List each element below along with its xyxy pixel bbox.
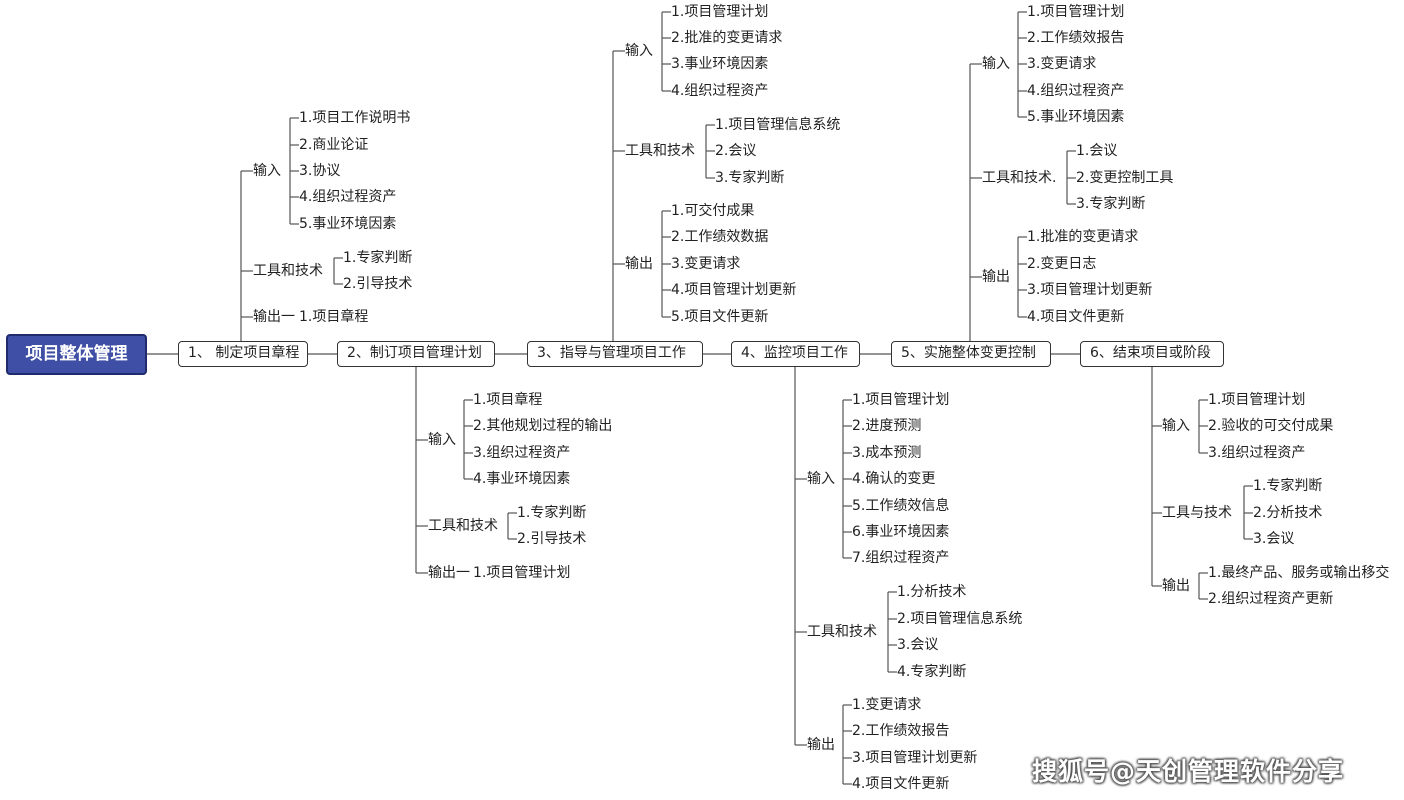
- p6-input-item: 2.验收的可交付成果: [1208, 418, 1334, 434]
- p2-tools-label: 工具和技术: [428, 518, 498, 534]
- p1-output-item: 1.项目章程: [299, 309, 369, 325]
- p5-output-item: 2.变更日志: [1027, 256, 1097, 272]
- p4-output-item: 2.工作绩效报告: [852, 723, 950, 739]
- p4-tools-item: 2.项目管理信息系统: [897, 611, 1023, 627]
- p2-input-item: 2.其他规划过程的输出: [473, 418, 613, 434]
- p5-output-label: 输出: [982, 269, 1010, 285]
- p3-output-item: 2.工作绩效数据: [671, 229, 769, 245]
- p3-input-label: 输入: [625, 43, 653, 59]
- p3-output-item: 3.变更请求: [671, 256, 741, 272]
- watermark: 搜狐号@天创管理软件分享: [1032, 757, 1345, 786]
- p6-input-item: 1.项目管理计划: [1208, 392, 1306, 408]
- p4-output-label: 输出: [807, 737, 835, 753]
- p3-tools-item: 2.会议: [715, 143, 757, 159]
- p2-output-item: 1.项目管理计划: [473, 565, 571, 581]
- process-2-box[interactable]: 2、制订项目管理计划: [337, 341, 495, 367]
- p3-input-item: 1.项目管理计划: [671, 4, 769, 20]
- p5-input-item: 5.事业环境因素: [1027, 109, 1125, 125]
- p3-input-item: 3.事业环境因素: [671, 56, 769, 72]
- p4-tools-item: 3.会议: [897, 637, 939, 653]
- p6-tools-item: 3.会议: [1253, 531, 1295, 547]
- p6-input-item: 3.组织过程资产: [1208, 445, 1306, 461]
- p5-output-item: 1.批准的变更请求: [1027, 229, 1139, 245]
- p5-input-item: 2.工作绩效报告: [1027, 30, 1125, 46]
- p6-output-item: 2.组织过程资产更新: [1208, 591, 1334, 607]
- process-1-box[interactable]: 1、 制定项目章程: [178, 341, 308, 367]
- p1-input-label: 输入: [253, 163, 281, 179]
- p4-input-item: 2.进度预测: [852, 418, 922, 434]
- process-6-box[interactable]: 6、结束项目或阶段: [1080, 341, 1224, 367]
- p5-output-item: 3.项目管理计划更新: [1027, 282, 1153, 298]
- p6-tools-item: 2.分析技术: [1253, 505, 1323, 521]
- root-topic[interactable]: 项目整体管理: [6, 334, 147, 375]
- p5-input-item: 3.变更请求: [1027, 56, 1097, 72]
- p3-tools-item: 1.项目管理信息系统: [715, 117, 841, 133]
- p6-tools-item: 1.专家判断: [1253, 478, 1323, 494]
- p4-input-item: 6.事业环境因素: [852, 524, 950, 540]
- p2-input-label: 输入: [428, 432, 456, 448]
- p1-input-item: 3.协议: [299, 163, 341, 179]
- p4-tools-item: 1.分析技术: [897, 584, 967, 600]
- p4-input-item: 5.工作绩效信息: [852, 498, 950, 514]
- p4-tools-label: 工具和技术: [807, 624, 877, 640]
- p2-tools-item: 2.引导技术: [517, 531, 587, 547]
- p3-output-label: 输出: [625, 256, 653, 272]
- p1-input-item: 5.事业环境因素: [299, 216, 397, 232]
- p6-output-label: 输出: [1162, 578, 1190, 594]
- p4-tools-item: 4.专家判断: [897, 664, 967, 680]
- p6-output-item: 1.最终产品、服务或输出移交: [1208, 565, 1390, 581]
- p1-tools-item: 2.引导技术: [343, 276, 413, 292]
- p5-output-item: 4.项目文件更新: [1027, 309, 1125, 325]
- p2-input-item: 3.组织过程资产: [473, 445, 571, 461]
- p6-input-label: 输入: [1162, 418, 1190, 434]
- p4-input-item: 7.组织过程资产: [852, 550, 950, 566]
- p5-tools-label: 工具和技术.: [982, 170, 1057, 186]
- p4-input-label: 输入: [807, 471, 835, 487]
- p3-output-item: 5.项目文件更新: [671, 309, 769, 325]
- p5-tools-item: 1.会议: [1076, 143, 1118, 159]
- process-3-box[interactable]: 3、指导与管理项目工作: [527, 341, 703, 367]
- p2-input-item: 1.项目章程: [473, 392, 543, 408]
- p3-input-item: 2.批准的变更请求: [671, 30, 783, 46]
- p2-output-label: 输出一: [428, 565, 470, 581]
- p1-input-item: 2.商业论证: [299, 137, 369, 153]
- p6-tools-label: 工具与技术: [1162, 505, 1232, 521]
- p4-input-item: 1.项目管理计划: [852, 392, 950, 408]
- p3-input-item: 4.组织过程资产: [671, 83, 769, 99]
- p2-tools-item: 1.专家判断: [517, 505, 587, 521]
- p2-input-item: 4.事业环境因素: [473, 471, 571, 487]
- p3-tools-item: 3.专家判断: [715, 170, 785, 186]
- p3-output-item: 1.可交付成果: [671, 203, 755, 219]
- p1-tools-label: 工具和技术: [253, 263, 323, 279]
- p4-output-item: 1.变更请求: [852, 697, 922, 713]
- p5-tools-item: 2.变更控制工具: [1076, 170, 1174, 186]
- p4-input-item: 3.成本预测: [852, 445, 922, 461]
- p3-tools-label: 工具和技术: [625, 143, 695, 159]
- p5-input-label: 输入: [982, 56, 1010, 72]
- p4-input-item: 4.确认的变更: [852, 471, 936, 487]
- p1-tools-item: 1.专家判断: [343, 250, 413, 266]
- p4-output-item: 4.项目文件更新: [852, 776, 950, 792]
- p5-tools-item: 3.专家判断: [1076, 196, 1146, 212]
- process-4-box[interactable]: 4、监控项目工作: [731, 341, 860, 367]
- p5-input-item: 4.组织过程资产: [1027, 83, 1125, 99]
- p1-input-item: 4.组织过程资产: [299, 189, 397, 205]
- p1-input-item: 1.项目工作说明书: [299, 110, 411, 126]
- process-5-box[interactable]: 5、实施整体变更控制: [891, 341, 1051, 367]
- p4-output-item: 3.项目管理计划更新: [852, 750, 978, 766]
- p5-input-item: 1.项目管理计划: [1027, 4, 1125, 20]
- p3-output-item: 4.项目管理计划更新: [671, 282, 797, 298]
- p1-output-label: 输出一: [253, 309, 295, 325]
